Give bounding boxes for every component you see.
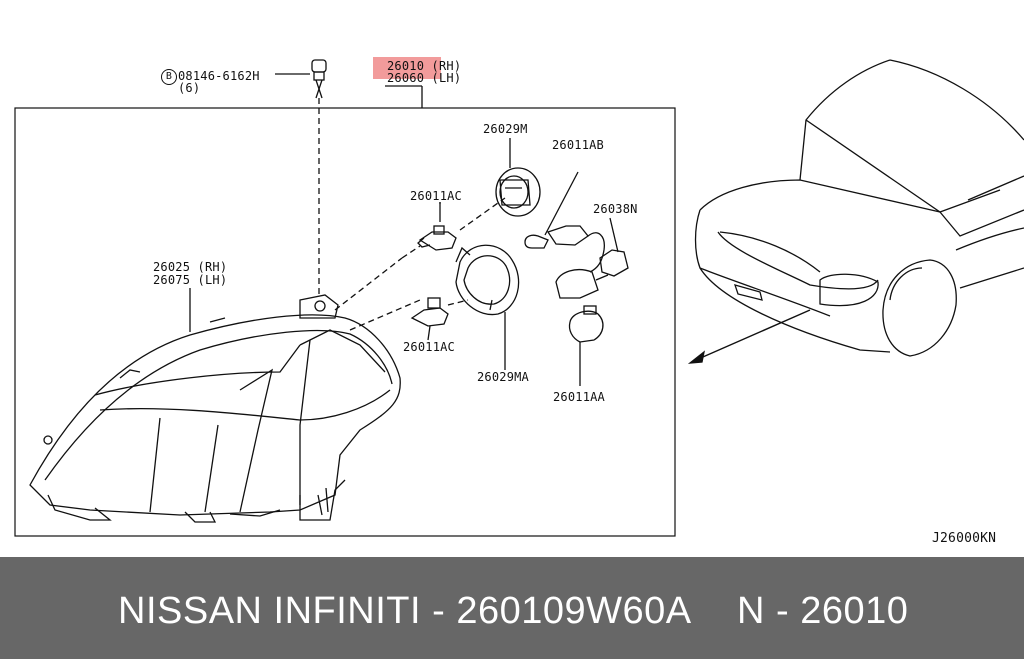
headlamp-rh-label: 26010 (RH) [387,59,462,73]
location-arrow [695,309,811,361]
headlamp-lh-label: 26060 (LH) [387,71,462,85]
bulb-26011ac-bottom-drawing [410,297,449,341]
diagram-code: J26000KN [932,531,997,546]
bulb-ac-top-label: 26011AC [410,189,462,203]
bolt-symbol: B [161,69,177,85]
bolt-qty-label: (6) [178,81,201,95]
bulb-ac-bottom-label: 26011AC [403,340,455,354]
retainer-ring-drawing [455,244,520,370]
headlamp-housing-drawing [29,294,401,523]
socket-cap-drawing [495,138,541,217]
harness-drawing [546,217,629,299]
footer-ref-code: N - 26010 [737,590,909,632]
bolt-icon [275,59,327,99]
assembly-frame [14,107,676,537]
housing-lh-label: 26075 (LH) [153,273,228,287]
retainer-ring-label: 26029MA [477,370,529,384]
harness-label: 26038N [593,202,638,216]
highlight-box [373,57,441,79]
socket-cap-label: 26029M [483,122,528,136]
bolt-part-label: 08146-6162H [178,69,260,83]
bulb-ab-label: 26011AB [552,138,604,152]
footer-part-number: NISSAN INFINITI - 260109W60A [118,590,692,632]
bulb-aa-label: 26011AA [553,390,605,404]
housing-rh-label: 26025 (RH) [153,260,228,274]
parts-diagram: B 08146-6162H (6) 26010 (RH) 26060 (LH) … [14,57,1024,546]
bulb-26011aa-drawing [568,305,604,386]
vehicle-sketch-drawing [694,59,1024,357]
bulb-26011ac-top-drawing [417,202,457,251]
bulb-26011ab-drawing [524,171,579,249]
diagram-drawing [14,59,1024,537]
footer-bar: NISSAN INFINITI - 260109W60A N - 26010 [0,557,1024,659]
